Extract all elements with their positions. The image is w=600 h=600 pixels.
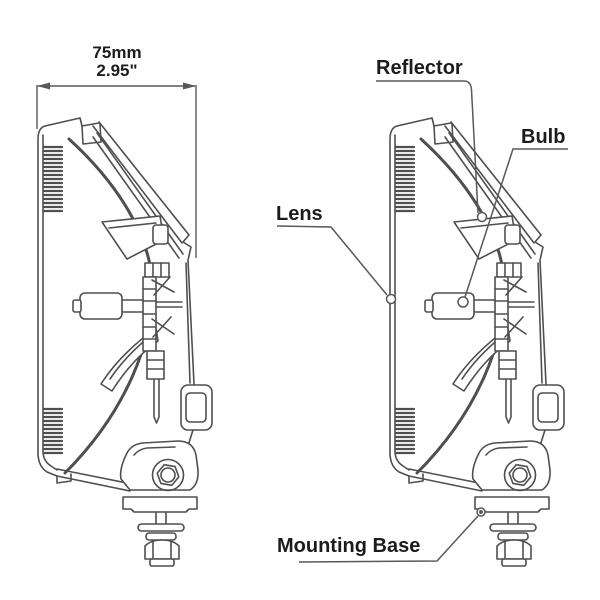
dimension-extension-lines — [36, 85, 197, 258]
lens-pointer-circle — [385, 293, 397, 305]
dimension-arrow-right — [183, 82, 196, 90]
bulb-leader-line — [464, 148, 568, 298]
label-reflector: Reflector — [376, 57, 463, 79]
reflector-pointer-circle — [476, 211, 488, 223]
lens-callout — [276, 225, 397, 305]
dimension-metric: 75mm — [92, 43, 141, 62]
label-bulb: Bulb — [521, 126, 565, 148]
mounting-base-pointer-dot — [479, 510, 483, 514]
dimension-arrow-left — [37, 82, 50, 90]
mounting-base-leader-line — [298, 515, 479, 563]
label-mounting-base: Mounting Base — [277, 535, 420, 557]
dimension-imperial: 2.95" — [96, 61, 137, 80]
mounting-base-callout — [298, 507, 486, 563]
dimension-annotation — [36, 82, 197, 258]
bulb-callout — [457, 148, 568, 308]
lens-leader-line — [276, 225, 388, 296]
reflector-leader-line — [376, 80, 479, 214]
reflector-callout — [376, 80, 488, 223]
label-lens: Lens — [276, 203, 323, 225]
bulb-pointer-circle — [457, 296, 469, 308]
left-lamp-view — [36, 116, 214, 568]
